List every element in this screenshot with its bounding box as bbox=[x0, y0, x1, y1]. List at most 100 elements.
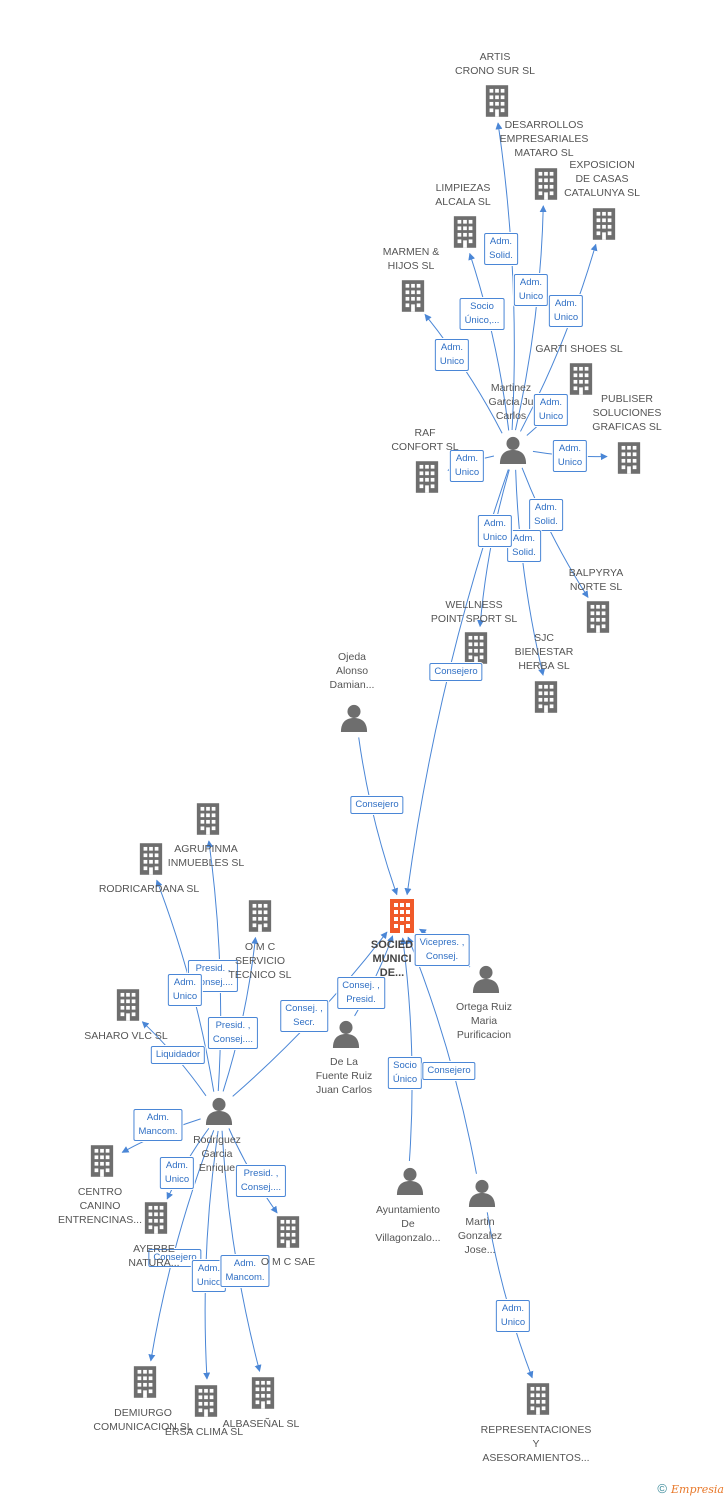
edge-label[interactable]: Adm. Unico bbox=[513, 274, 549, 306]
edge-martinez-wellness bbox=[477, 469, 510, 628]
company-building-icon[interactable] bbox=[453, 216, 477, 248]
person-name-label[interactable]: Ojeda Alonso Damian... bbox=[329, 651, 375, 691]
edge-martinez-balpyrya bbox=[521, 467, 589, 598]
company-name-label[interactable]: O M C SERVICIO TECNICO SL bbox=[228, 941, 292, 981]
person-name-label[interactable]: Rodriguez Garcia Enrique bbox=[193, 1134, 241, 1174]
company-name-label[interactable]: O M C SAE bbox=[260, 1256, 316, 1268]
company-building-icon[interactable] bbox=[144, 1202, 168, 1234]
company-name-label[interactable]: RAF CONFORT SL bbox=[391, 427, 459, 453]
edge-martin-center bbox=[407, 936, 477, 1174]
company-name-label[interactable]: BALPYRYA NORTE SL bbox=[568, 567, 624, 593]
company-name-label[interactable]: SJC BIENESTAR HERBA SL bbox=[514, 632, 574, 672]
edge-label[interactable]: Consejero bbox=[422, 1062, 476, 1080]
edge-label[interactable]: Adm. Unico bbox=[159, 1157, 195, 1189]
edge-label[interactable]: Adm. Unico bbox=[167, 974, 203, 1006]
company-building-icon[interactable] bbox=[133, 1366, 157, 1398]
company-building-icon[interactable] bbox=[276, 1216, 300, 1248]
edge-martinez-desarrollos bbox=[514, 205, 547, 431]
person-name-label[interactable]: Ortega Ruiz Maria Purificacion bbox=[455, 1001, 513, 1041]
person-icon[interactable] bbox=[205, 1097, 233, 1125]
company-building-icon[interactable] bbox=[534, 681, 558, 713]
company-building-icon[interactable] bbox=[196, 803, 220, 835]
company-building-icon[interactable] bbox=[534, 168, 558, 200]
company-building-icon[interactable] bbox=[617, 442, 641, 474]
edge-martin-representaciones bbox=[486, 1212, 534, 1379]
company-building-icon[interactable] bbox=[90, 1145, 114, 1177]
edge-label[interactable]: Adm. Mancom. bbox=[220, 1255, 270, 1287]
company-name-label[interactable]: ARTIS CRONO SUR SL bbox=[455, 51, 535, 77]
company-name-label[interactable]: MARMEN & HIJOS SL bbox=[382, 246, 440, 272]
edge-label[interactable]: Consej. , Secr. bbox=[280, 1000, 328, 1032]
edge-label[interactable]: Adm. Mancom. bbox=[133, 1109, 183, 1141]
company-building-icon[interactable] bbox=[248, 900, 272, 932]
company-building-icon[interactable] bbox=[116, 989, 140, 1021]
person-icon[interactable] bbox=[472, 965, 500, 993]
edge-label[interactable]: Adm. Unico bbox=[191, 1260, 227, 1292]
edge-ojeda-center bbox=[358, 737, 399, 896]
edge-martinez-sjc bbox=[515, 469, 546, 676]
edge-rodriguez-ersa bbox=[203, 1130, 219, 1380]
edge-label[interactable]: Adm. Unico bbox=[434, 339, 470, 371]
company-building-icon[interactable] bbox=[251, 1377, 275, 1409]
edge-label[interactable]: Vicepres. , Consej. bbox=[414, 934, 470, 966]
company-name-label[interactable]: SAHARO VLC SL bbox=[84, 1030, 168, 1042]
company-building-icon[interactable] bbox=[415, 461, 439, 493]
edge-label[interactable]: Presid. , Consej.... bbox=[207, 1017, 259, 1049]
main-company-building-icon[interactable] bbox=[390, 899, 414, 933]
company-building-icon[interactable] bbox=[194, 1385, 218, 1417]
company-name-label[interactable]: DEMIURGO COMUNICACION SL bbox=[93, 1407, 193, 1433]
company-name-label[interactable]: ALBASEÑAL SL bbox=[222, 1418, 300, 1430]
brand-logo: Empresia bbox=[671, 1483, 724, 1496]
company-building-icon[interactable] bbox=[586, 601, 610, 633]
edge-label[interactable]: Socio Único bbox=[387, 1057, 423, 1089]
company-building-icon[interactable] bbox=[401, 280, 425, 312]
edge-label[interactable]: Socio Único,... bbox=[459, 298, 505, 330]
edge-ayuntamiento-center bbox=[400, 937, 413, 1162]
company-name-label[interactable]: EXPOSICION DE CASAS CATALUNYA SL bbox=[564, 159, 640, 199]
person-icon[interactable] bbox=[468, 1179, 496, 1207]
edge-label[interactable]: Presid. , Consej.... bbox=[235, 1165, 287, 1197]
company-name-label[interactable]: RODRICARDANA SL bbox=[98, 883, 200, 895]
company-building-icon[interactable] bbox=[485, 85, 509, 117]
edge-label[interactable]: Adm. Unico bbox=[533, 394, 569, 426]
edge-label[interactable]: Adm. Unico bbox=[477, 515, 513, 547]
edge-label[interactable]: Adm. Solid. bbox=[529, 499, 563, 531]
person-icon[interactable] bbox=[499, 436, 527, 464]
person-name-label[interactable]: Martin Gonzalez Jose... bbox=[457, 1216, 503, 1256]
edge-label[interactable]: Adm. Unico bbox=[548, 295, 584, 327]
company-building-icon[interactable] bbox=[526, 1383, 550, 1415]
company-name-label[interactable]: PUBLISER SOLUCIONES GRAFICAS SL bbox=[592, 393, 662, 433]
edge-label[interactable]: Consej. , Presid. bbox=[337, 977, 385, 1009]
company-name-label[interactable]: AGRUPINMA INMUEBLES SL bbox=[167, 843, 245, 869]
edge-label[interactable]: Adm. Solid. bbox=[507, 530, 541, 562]
edge-label[interactable]: Adm. Solid. bbox=[484, 233, 518, 265]
company-name-label[interactable]: SOCIED MUNICI DE... bbox=[370, 939, 414, 979]
person-icon[interactable] bbox=[396, 1167, 424, 1195]
edge-label[interactable]: Adm. Unico bbox=[495, 1300, 531, 1332]
company-name-label[interactable]: ERSA CLIMA SL bbox=[164, 1426, 244, 1438]
company-name-label[interactable]: REPRESENTACIONES Y ASESORAMIENTOS... bbox=[480, 1424, 592, 1464]
edge-label[interactable]: Adm. Unico bbox=[552, 440, 588, 472]
company-building-icon[interactable] bbox=[592, 208, 616, 240]
company-name-label[interactable]: CENTRO CANINO ENTRENCINAS... bbox=[57, 1186, 143, 1226]
person-icon[interactable] bbox=[332, 1020, 360, 1048]
company-name-label[interactable]: WELLNESS POINT SPORT SL bbox=[430, 599, 518, 625]
person-icon[interactable] bbox=[340, 704, 368, 732]
person-name-label[interactable]: De La Fuente Ruiz Juan Carlos bbox=[315, 1056, 373, 1096]
company-building-icon[interactable] bbox=[464, 632, 488, 664]
company-name-label[interactable]: DESARROLLOS EMPRESARIALES MATARO SL bbox=[499, 119, 589, 159]
edge-label[interactable]: Consejero bbox=[350, 796, 404, 814]
company-name-label[interactable]: GARTI SHOES SL bbox=[535, 343, 623, 355]
company-building-icon[interactable] bbox=[569, 363, 593, 395]
edge-label[interactable]: Consejero bbox=[148, 1249, 202, 1267]
edge-martinez-marmen bbox=[424, 313, 503, 434]
brand-footer: ©Empresia bbox=[657, 1481, 724, 1496]
company-building-icon[interactable] bbox=[139, 843, 163, 875]
person-name-label[interactable]: Martinez Garcia Ju Carlos bbox=[488, 382, 534, 422]
company-name-label[interactable]: AYERBE NATURA... bbox=[128, 1243, 180, 1269]
edge-label[interactable]: Adm. Unico bbox=[449, 450, 485, 482]
edge-label[interactable]: Consejero bbox=[429, 663, 483, 681]
person-name-label[interactable]: Ayuntamiento De Villagonzalo... bbox=[375, 1204, 441, 1244]
company-name-label[interactable]: LIMPIEZAS ALCALA SL bbox=[435, 182, 491, 208]
edge-label[interactable]: Liquidador bbox=[150, 1046, 206, 1064]
